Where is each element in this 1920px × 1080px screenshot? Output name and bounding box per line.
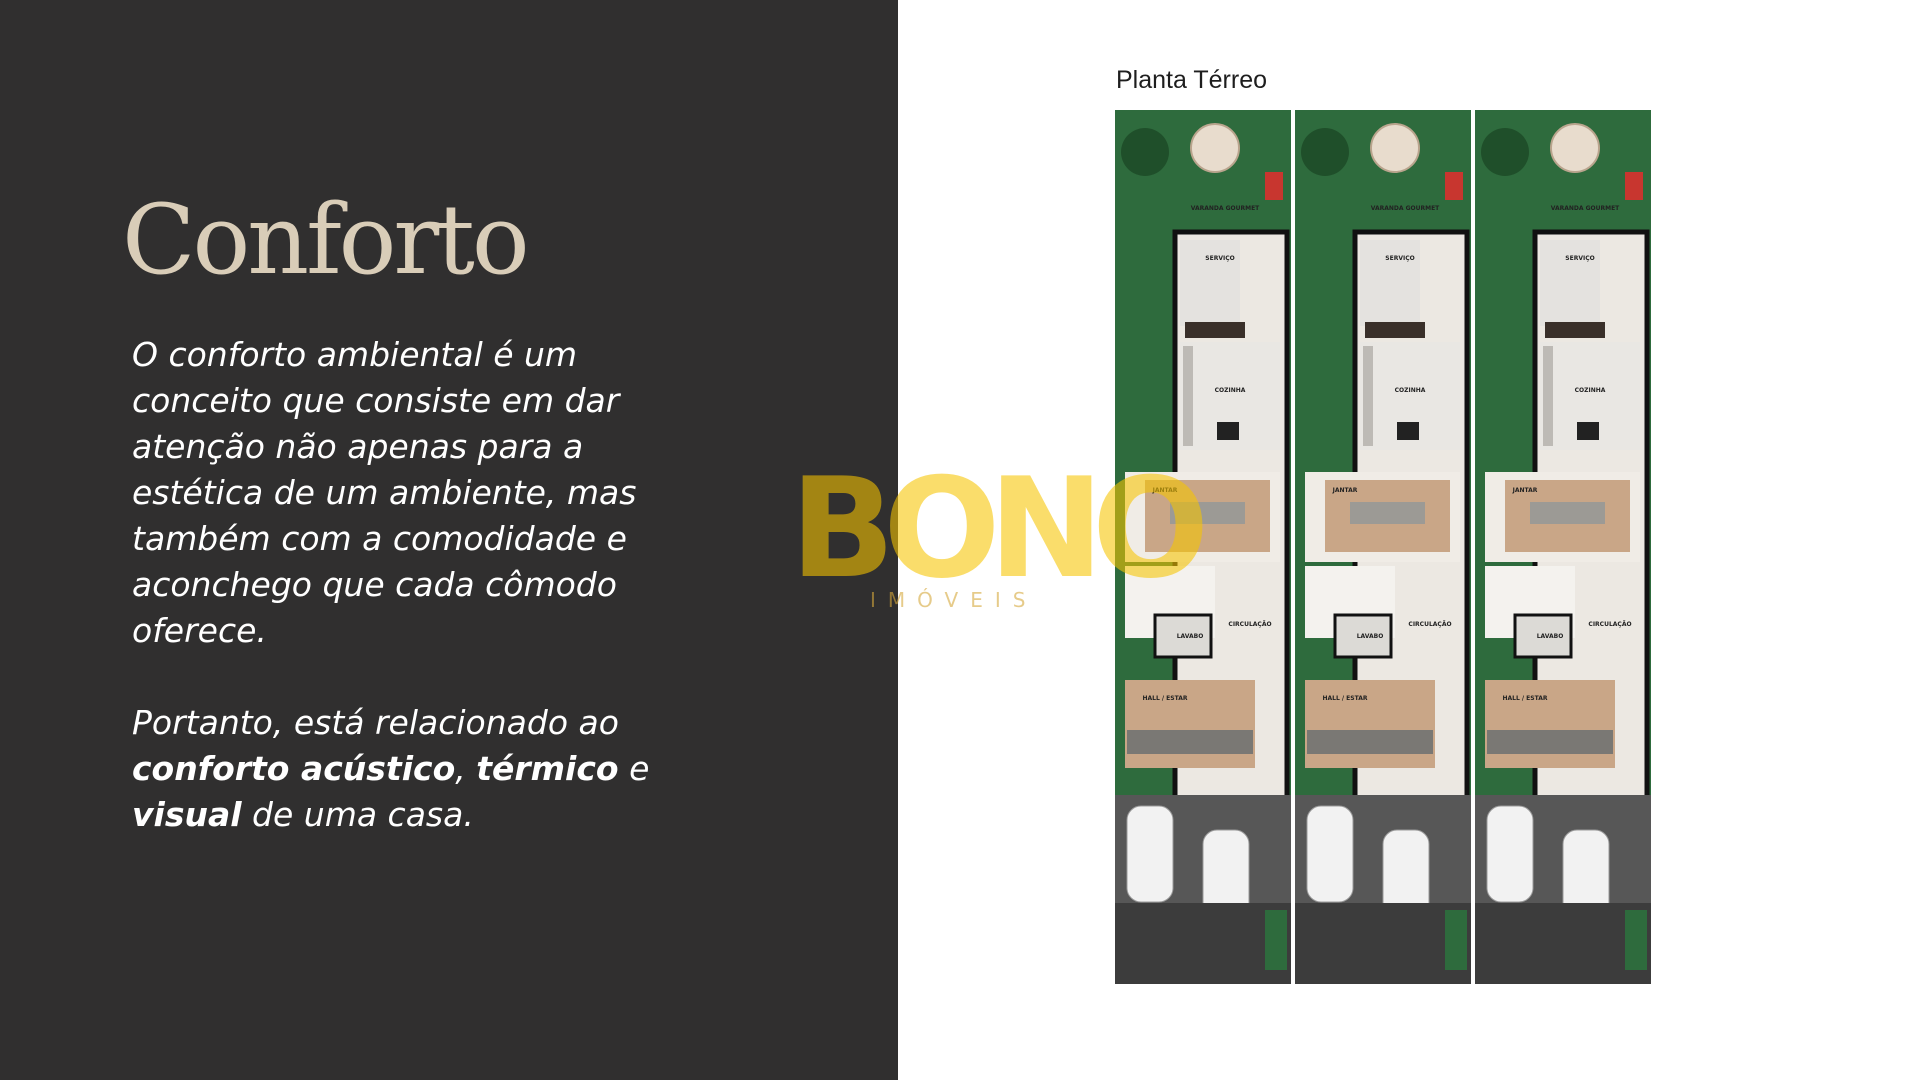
grill (1625, 172, 1643, 200)
kitchen-counter (1183, 346, 1193, 446)
planter (1625, 910, 1647, 970)
tree (1481, 128, 1529, 176)
driveway (1115, 903, 1291, 984)
label-lavabo: LAVABO (1177, 633, 1204, 640)
label-cozinha: COZINHA (1395, 387, 1426, 394)
room-servico (1180, 240, 1240, 326)
label-cozinha: COZINHA (1215, 387, 1246, 394)
slide-title: Conforto (122, 184, 530, 296)
house-unit: VARANDA GOURMET SERVIÇO COZINHA JANTAR CIRCU… (1475, 110, 1651, 984)
kitchen-counter (1543, 346, 1553, 446)
planter (1445, 910, 1467, 970)
car (1486, 805, 1534, 903)
counter (1365, 322, 1425, 338)
house-unit: VARANDA GOURMET SERVIÇO COZINHA JANTAR CIRCU… (1115, 110, 1291, 984)
counter (1545, 322, 1605, 338)
room-hall (1485, 680, 1615, 768)
driveway (1475, 903, 1651, 984)
label-servico: SERVIÇO (1205, 255, 1234, 262)
umbrella (1370, 123, 1420, 173)
room-hall (1125, 680, 1255, 768)
label-varanda: VARANDA GOURMET (1551, 205, 1620, 212)
car (1126, 805, 1174, 903)
sofa (1307, 730, 1433, 754)
label-servico: SERVIÇO (1565, 255, 1594, 262)
label-jantar: JANTAR (1512, 487, 1538, 494)
tree (1301, 128, 1349, 176)
label-varanda: VARANDA GOURMET (1191, 205, 1260, 212)
dining-table (1530, 502, 1605, 524)
left-panel: Conforto O conforto ambiental é um conce… (0, 0, 898, 1080)
floor-plan-image: VARANDA GOURMET SERVIÇO COZINHA JANTAR CIRCU… (1115, 110, 1651, 984)
stove (1217, 422, 1239, 440)
stove (1577, 422, 1599, 440)
driveway (1295, 903, 1471, 984)
house-unit: VARANDA GOURMET SERVIÇO COZINHA JANTAR CIRCU… (1295, 110, 1471, 984)
planter (1265, 910, 1287, 970)
label-servico: SERVIÇO (1385, 255, 1414, 262)
dining-table (1170, 502, 1245, 524)
kitchen-counter (1363, 346, 1373, 446)
umbrella (1550, 123, 1600, 173)
stove (1397, 422, 1419, 440)
car (1306, 805, 1354, 903)
room-servico (1360, 240, 1420, 326)
label-cozinha: COZINHA (1575, 387, 1606, 394)
room-servico (1540, 240, 1600, 326)
tree (1121, 128, 1169, 176)
room-lavabo (1333, 613, 1393, 659)
dining-table (1350, 502, 1425, 524)
grill (1445, 172, 1463, 200)
label-jantar: JANTAR (1152, 487, 1178, 494)
label-circulacao: CIRCULAÇÃO (1588, 621, 1631, 628)
sofa (1127, 730, 1253, 754)
umbrella (1190, 123, 1240, 173)
label-hall: HALL / ESTAR (1143, 695, 1188, 702)
sofa (1487, 730, 1613, 754)
label-lavabo: LAVABO (1537, 633, 1564, 640)
counter (1185, 322, 1245, 338)
label-circulacao: CIRCULAÇÃO (1408, 621, 1451, 628)
label-jantar: JANTAR (1332, 487, 1358, 494)
label-hall: HALL / ESTAR (1503, 695, 1548, 702)
grill (1265, 172, 1283, 200)
room-lavabo (1513, 613, 1573, 659)
label-varanda: VARANDA GOURMET (1371, 205, 1440, 212)
room-lavabo (1153, 613, 1213, 659)
label-lavabo: LAVABO (1357, 633, 1384, 640)
room-hall (1305, 680, 1435, 768)
label-hall: HALL / ESTAR (1323, 695, 1368, 702)
floor-plan-title: Planta Térreo (1116, 66, 1268, 94)
label-circulacao: CIRCULAÇÃO (1228, 621, 1271, 628)
intro-paragraph: O conforto ambiental é um conceito que c… (132, 335, 637, 650)
comfort-paragraph: Portanto, está relacionado ao conforto a… (132, 703, 650, 834)
